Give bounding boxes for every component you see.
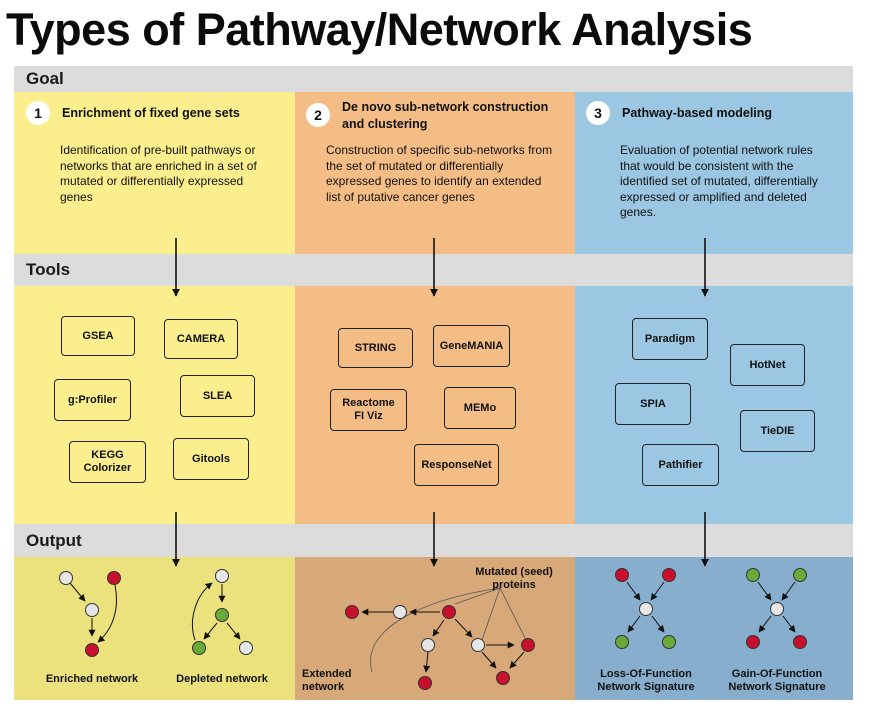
goal-desc-3: Evaluation of potential network rules th… xyxy=(620,143,818,219)
goal-band: Goal xyxy=(14,66,853,92)
tool-kegg-colorizer: KEGG Colorizer xyxy=(69,441,146,483)
tool-reactome-fi-viz: Reactome FI Viz xyxy=(330,389,407,431)
network-node xyxy=(215,608,229,622)
tool-tiedie: TieDIE xyxy=(740,410,815,452)
goal-panel-1 xyxy=(14,92,295,254)
goal-title-2: De novo sub-network construction and clu… xyxy=(342,100,549,131)
network-node xyxy=(215,569,229,583)
tool-genemania: GeneMANIA xyxy=(433,325,510,367)
network-node xyxy=(793,635,807,649)
tools-band-label: Tools xyxy=(26,260,71,279)
network-node xyxy=(662,635,676,649)
network-node xyxy=(107,571,121,585)
tool-slea: SLEA xyxy=(180,375,255,417)
network-node xyxy=(770,602,784,616)
extended-network-graph xyxy=(345,587,535,690)
enriched-network-graph xyxy=(59,571,121,657)
network-node xyxy=(421,638,435,652)
tool-gprofiler: g:Profiler xyxy=(54,379,131,421)
network-node xyxy=(793,568,807,582)
goal-panel-3 xyxy=(575,92,853,254)
tool-paradigm: Paradigm xyxy=(632,318,708,360)
tool-camera: CAMERA xyxy=(164,319,238,359)
network-node xyxy=(59,571,73,585)
tool-memo: MEMo xyxy=(444,387,516,429)
goal-heading-2: 2 De novo sub-network construction and c… xyxy=(306,99,568,133)
goal-title-1: Enrichment of fixed gene sets xyxy=(62,106,240,120)
output-label-enriched: Enriched network xyxy=(46,673,139,685)
network-node xyxy=(615,635,629,649)
output-panel-2 xyxy=(295,557,575,700)
output-label-seed: Mutated (seed)proteins xyxy=(475,566,553,591)
network-node xyxy=(471,638,485,652)
network-node xyxy=(521,638,535,652)
goal-heading-3: 3 Pathway-based modeling xyxy=(586,101,846,125)
goal-number-1: 1 xyxy=(26,101,50,125)
output-band-label: Output xyxy=(26,531,82,550)
gain-of-function-graph xyxy=(746,568,807,649)
network-node xyxy=(85,643,99,657)
network-node xyxy=(442,605,456,619)
goal-title-3: Pathway-based modeling xyxy=(622,106,773,120)
goal-panel-2 xyxy=(295,92,575,254)
tool-hotnet: HotNet xyxy=(730,344,805,386)
network-node xyxy=(662,568,676,582)
network-node xyxy=(418,676,432,690)
tools-panel-3 xyxy=(575,286,853,524)
network-node xyxy=(746,568,760,582)
network-node xyxy=(192,641,206,655)
tool-responsenet: ResponseNet xyxy=(414,444,499,486)
goal-desc-1: Identification of pre-built pathways or … xyxy=(60,143,257,204)
tool-string: STRING xyxy=(338,328,413,368)
network-node xyxy=(496,671,510,685)
network-node xyxy=(639,602,653,616)
depleted-network-graph xyxy=(191,569,253,655)
goal-desc-2: Construction of specific sub-networks fr… xyxy=(326,143,553,204)
network-node xyxy=(345,605,359,619)
network-node xyxy=(85,603,99,617)
tool-spia: SPIA xyxy=(615,383,691,425)
tool-pathifier: Pathifier xyxy=(642,444,719,486)
page-title: Types of Pathway/Network Analysis xyxy=(6,4,753,55)
tool-gitools: Gitools xyxy=(173,438,249,480)
goal-number-2: 2 xyxy=(306,103,330,127)
output-label-depleted: Depleted network xyxy=(176,673,269,685)
network-node xyxy=(746,635,760,649)
goal-number-3: 3 xyxy=(586,101,610,125)
network-node xyxy=(239,641,253,655)
network-node xyxy=(615,568,629,582)
tools-panel-1 xyxy=(14,286,295,524)
loss-of-function-graph xyxy=(615,568,676,649)
goal-band-label: Goal xyxy=(26,69,64,88)
network-node xyxy=(393,605,407,619)
goal-heading-1: 1 Enrichment of fixed gene sets xyxy=(26,101,286,125)
tool-gsea: GSEA xyxy=(61,316,135,356)
